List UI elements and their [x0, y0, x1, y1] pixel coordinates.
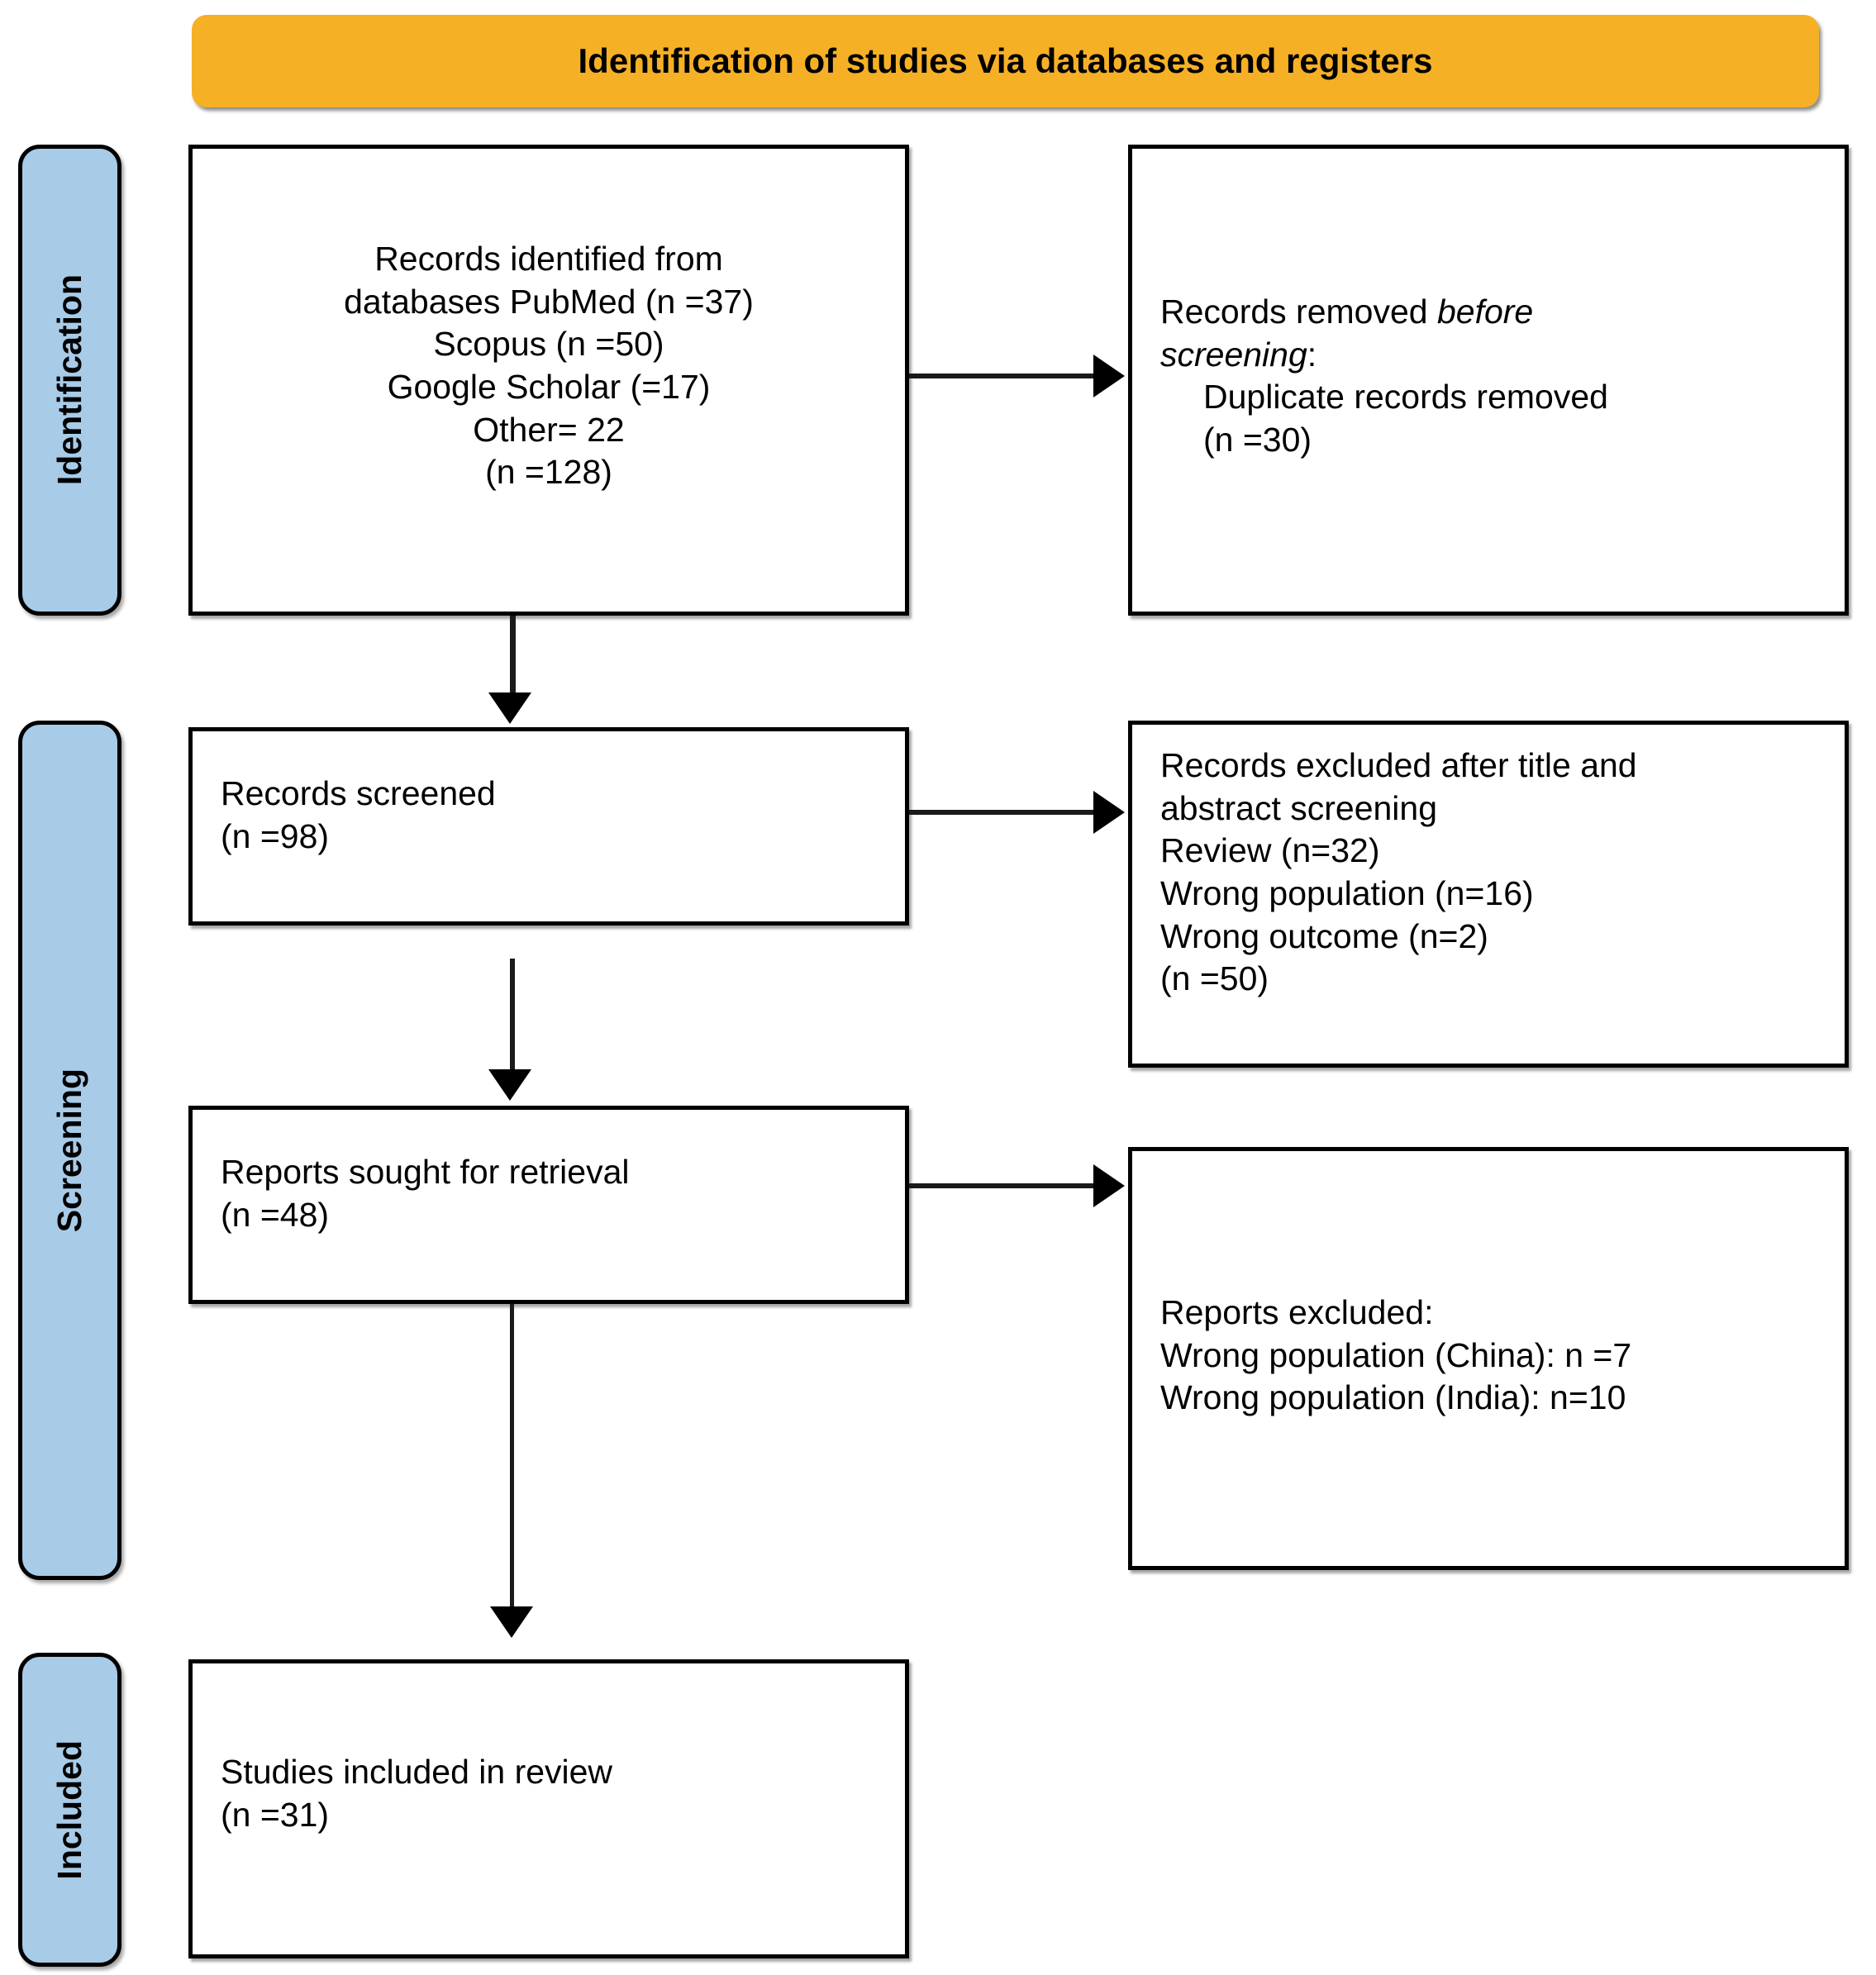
box-reports-excluded-text: Reports excluded: Wrong population (Chin… — [1160, 1293, 1632, 1417]
records-removed-line1-italic: before — [1436, 293, 1534, 331]
arrow-sought-to-included-line — [510, 1304, 514, 1626]
arrow-sought-to-reports-excluded-line — [909, 1183, 1098, 1188]
box-studies-included-text: Studies included in review (n =31) — [221, 1753, 613, 1834]
records-removed-line2-suffix: : — [1307, 335, 1317, 374]
box-records-removed-text: Records removed before screening: Duplicat… — [1132, 291, 1845, 462]
arrow-sought-to-reports-excluded-head-icon — [1093, 1164, 1125, 1207]
arrow-screened-to-excluded-line — [909, 810, 1098, 815]
box-records-screened-text: Records screened (n =98) — [221, 774, 496, 855]
diagram-title: Identification of studies via databases … — [578, 41, 1433, 80]
stage-identification-text: Identification — [50, 274, 88, 486]
stage-screening-text: Screening — [50, 1068, 88, 1233]
diagram-header-banner: Identification of studies via databases … — [192, 15, 1819, 107]
arrow-screened-to-sought-head-icon — [488, 1069, 531, 1101]
records-removed-line1-prefix: Records removed — [1160, 293, 1437, 331]
stage-label-identification: Identification — [18, 145, 121, 616]
box-studies-included-in-review: Studies included in review (n =31) — [188, 1659, 909, 1958]
box-records-screened: Records screened (n =98) — [188, 727, 909, 926]
arrow-sought-to-included-head-icon — [490, 1606, 533, 1638]
arrow-identified-to-screened-line — [510, 616, 516, 698]
box-records-excluded: Records excluded after title and abstrac… — [1128, 721, 1849, 1068]
box-reports-sought-text: Reports sought for retrieval (n =48) — [221, 1153, 630, 1234]
stage-label-included: Included — [18, 1653, 121, 1967]
arrow-identified-to-removed-line — [909, 374, 1098, 378]
arrow-screened-to-excluded-head-icon — [1093, 791, 1125, 834]
arrow-screened-to-sought-line — [510, 959, 515, 1074]
box-reports-excluded: Reports excluded: Wrong population (Chin… — [1128, 1147, 1849, 1570]
arrow-identified-to-screened-head-icon — [488, 692, 531, 724]
arrow-identified-to-removed-head-icon — [1093, 355, 1125, 397]
records-removed-line3: Duplicate records removed — [1203, 378, 1608, 416]
box-records-excluded-text: Records excluded after title and abstrac… — [1160, 746, 1637, 998]
box-records-removed: Records removed before screening: Duplicat… — [1128, 145, 1849, 616]
box-reports-sought-for-retrieval: Reports sought for retrieval (n =48) — [188, 1106, 909, 1304]
stage-included-text: Included — [50, 1739, 88, 1880]
records-removed-line2-italic: screening — [1160, 335, 1307, 374]
records-removed-line4: (n =30) — [1203, 420, 1312, 459]
box-records-identified-text: Records identified from databases PubMed… — [344, 240, 754, 492]
stage-label-screening: Screening — [18, 721, 121, 1580]
box-records-identified: Records identified from databases PubMed… — [188, 145, 909, 616]
